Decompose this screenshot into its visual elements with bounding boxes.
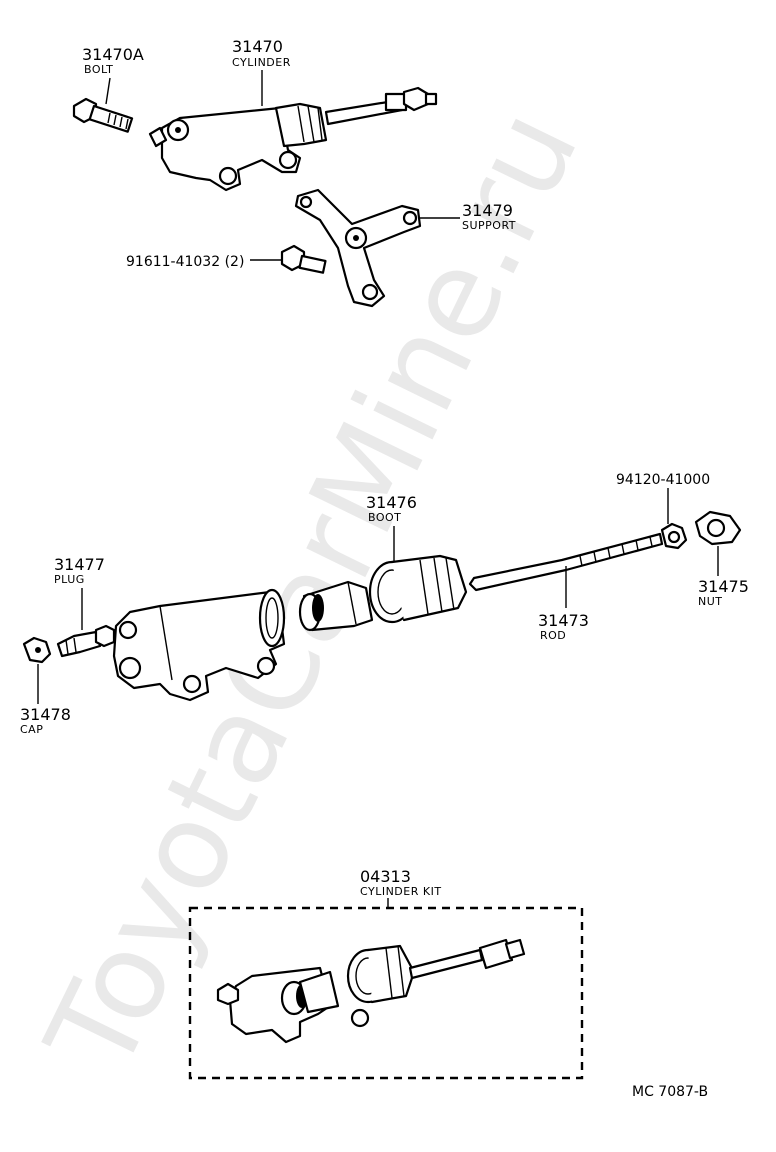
cylinder-part xyxy=(148,86,438,192)
callout-kit-name: CYLINDER KIT xyxy=(360,885,442,898)
callout-plug-name: PLUG xyxy=(54,573,85,586)
callout-kit-number: 04313 xyxy=(360,867,411,886)
callout-bolt-number: 31470A xyxy=(82,45,144,64)
boot-part xyxy=(368,554,468,624)
cap-part xyxy=(22,636,52,664)
callout-support-name: SUPPORT xyxy=(462,219,516,232)
cylinder-body-part xyxy=(112,588,286,702)
callout-nut-name: NUT xyxy=(698,595,723,608)
nut-part xyxy=(694,510,742,546)
callout-support-number: 31479 xyxy=(462,201,513,220)
washer-part xyxy=(660,522,688,550)
callout-plug-number: 31477 xyxy=(54,555,105,574)
callout-cap-number: 31478 xyxy=(20,705,71,724)
support-part xyxy=(294,188,422,308)
callout-bolt-name: BOLT xyxy=(84,63,113,76)
callout-support-bolt-number: 91611-41032 (2) xyxy=(126,254,244,270)
kit-parts xyxy=(216,938,526,1044)
callout-cap-name: CAP xyxy=(20,723,43,736)
callout-washer-number: 94120-41000 xyxy=(616,472,710,488)
plug-part xyxy=(56,624,116,658)
footer-code: MC 7087-B xyxy=(632,1084,708,1100)
callout-nut-number: 31475 xyxy=(698,577,749,596)
support-bolt-part xyxy=(280,244,327,274)
callout-boot-name: BOOT xyxy=(368,511,401,524)
callout-rod-number: 31473 xyxy=(538,611,589,630)
bolt-part xyxy=(72,97,134,133)
rod-part xyxy=(468,532,664,592)
callout-rod-name: ROD xyxy=(540,629,566,642)
kit-dashed-frame xyxy=(188,906,584,1080)
piston-part xyxy=(298,580,374,632)
callout-cylinder-number: 31470 xyxy=(232,37,283,56)
callout-boot-number: 31476 xyxy=(366,493,417,512)
callout-cylinder-name: CYLINDER xyxy=(232,56,291,69)
